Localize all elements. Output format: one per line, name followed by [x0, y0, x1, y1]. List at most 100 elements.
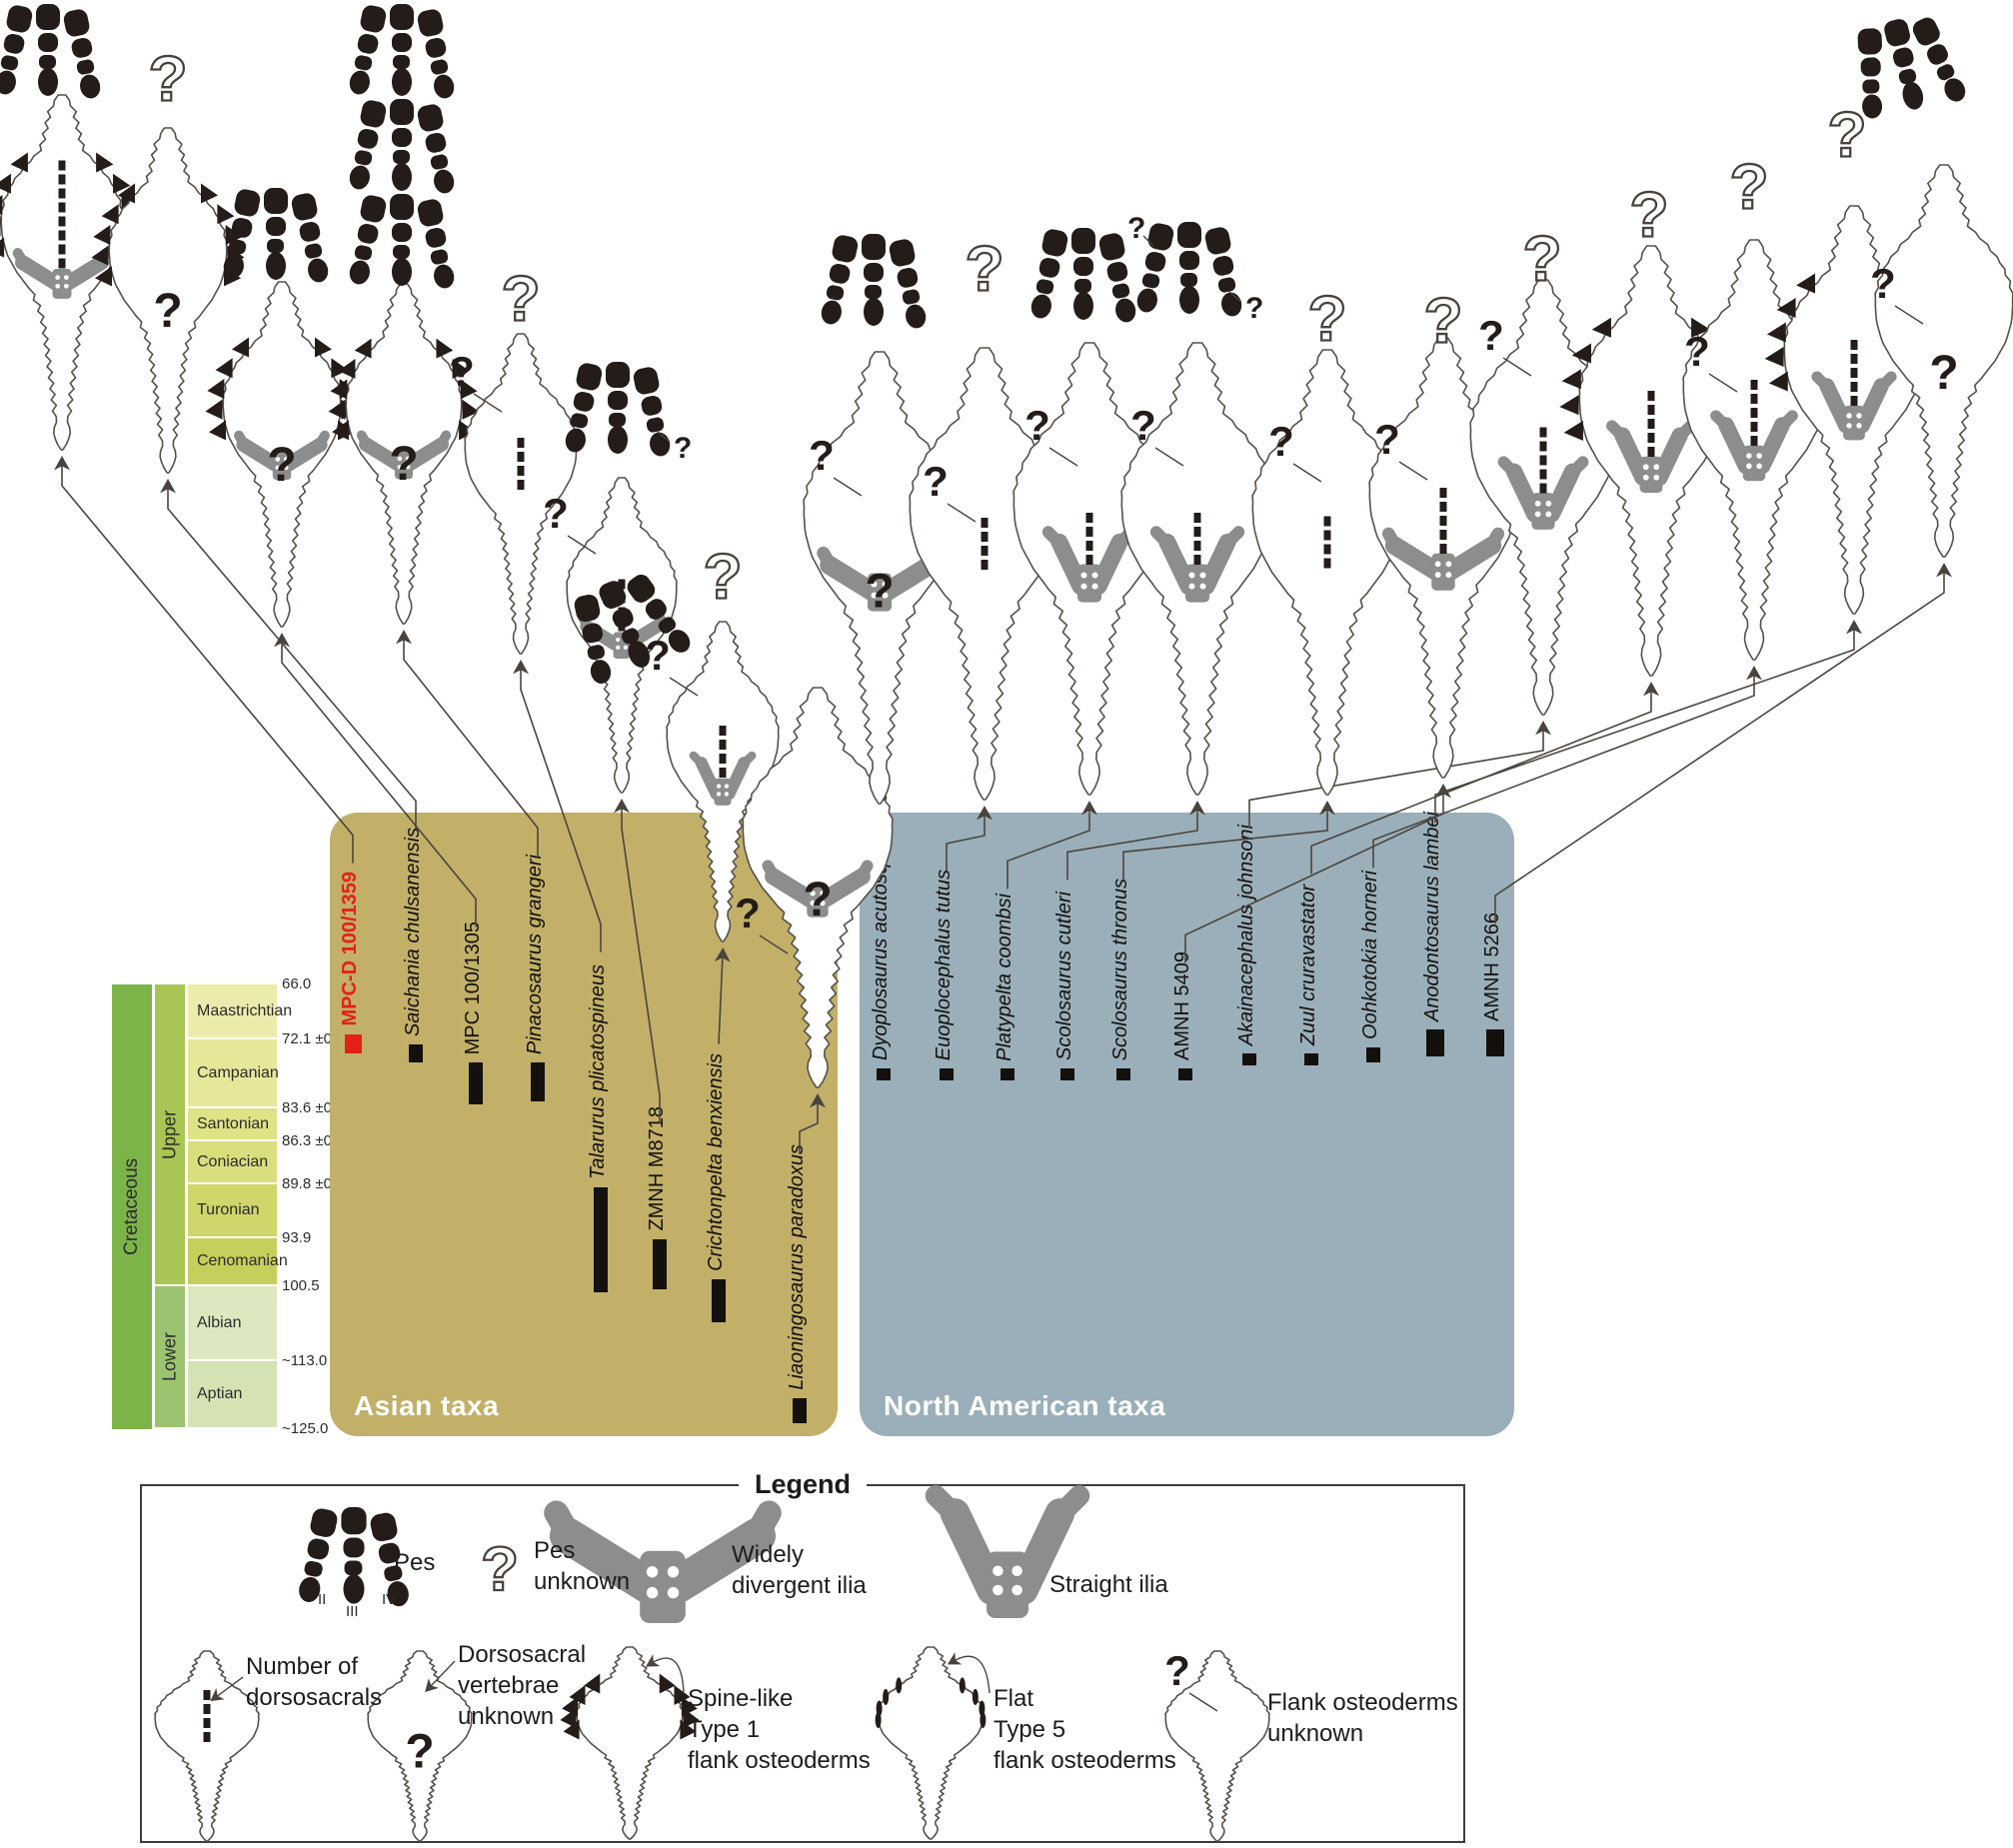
legend-label: Type 1	[688, 1716, 761, 1743]
dorsosacral-dash	[1750, 380, 1758, 390]
taxon-silhouette: ???	[1120, 212, 1274, 796]
question-mark-icon: ?	[1929, 347, 1958, 400]
boundary-label: 100.5	[282, 1277, 320, 1294]
dorsosacral-dash	[981, 518, 989, 528]
dorsosacral-dash	[1439, 530, 1447, 540]
dorsosacral-dash	[719, 754, 727, 764]
taxon-label: Crichtonpelta benxiensis	[705, 1052, 727, 1271]
dorsosacral-dash	[1323, 530, 1331, 541]
dorsosacral-dash	[1085, 555, 1093, 565]
range-bar	[653, 1238, 667, 1289]
legend-label: dorsosacrals	[246, 1684, 383, 1711]
boundary-label: 93.9	[282, 1229, 312, 1246]
boundary-label: ~113.0	[282, 1352, 328, 1369]
dorsosacral-dash	[1750, 394, 1758, 404]
pes-icon	[0, 4, 101, 99]
legend-label-pes-unknown: Pes	[534, 1537, 576, 1564]
pes-icon	[1030, 228, 1136, 323]
pes-icon	[821, 234, 927, 329]
dorsosacral-dash	[618, 579, 626, 590]
legend-label-pes-unknown: unknown	[534, 1568, 631, 1595]
taxon-silhouette: ??	[1682, 149, 1826, 661]
question-mark-icon: ?	[1478, 312, 1504, 359]
pes-icon	[349, 194, 455, 289]
taxon-label: Akainacephalus johnsoni	[1235, 825, 1257, 1046]
dorsosacral-dash	[1850, 396, 1858, 406]
taxon-silhouette: ??	[1857, 17, 2013, 558]
boundary-label: 86.3 ±0.5	[282, 1132, 345, 1149]
stage-cell-santonian: Santonian	[188, 1108, 277, 1139]
dorsosacral-dash	[1647, 405, 1655, 415]
question-mark-icon: ?	[543, 490, 569, 537]
dorsosacral-dash	[1085, 527, 1093, 537]
taxon-label: Scolosaurus thronus	[1109, 879, 1131, 1061]
dorsosacral-dash	[1647, 447, 1655, 457]
question-mark-icon: ?	[1268, 418, 1294, 465]
dorsosacral-dash	[618, 593, 626, 604]
dorsosacral-dash	[517, 452, 525, 462]
period-cell-cretaceous: Cretaceous	[112, 984, 152, 1429]
pes-icon: ?	[565, 362, 692, 465]
dorsosacral-dash	[981, 546, 989, 556]
taxon-label: Oohkotokia horneri	[1359, 871, 1381, 1040]
taxon-silhouette: ??	[543, 362, 692, 794]
dorsosacral-dash	[1850, 368, 1858, 378]
pes-icon	[574, 574, 691, 684]
dorsosacral-dash	[1439, 516, 1447, 526]
taxon-silhouette: ?	[1764, 97, 1944, 615]
taxon-label: AMNH 5266	[1481, 913, 1503, 1022]
taxon-silhouette: ?	[205, 188, 359, 628]
legend-label: Spine-like	[688, 1685, 794, 1712]
taxon-label: ZMNH M8718	[646, 1106, 668, 1231]
range-bar	[1304, 1053, 1318, 1066]
question-mark-icon: ?	[1870, 260, 1896, 307]
taxon-label: Anodontosaurus lambei	[1421, 811, 1443, 1022]
range-bar	[940, 1068, 954, 1081]
stage-cell-maastrichtian: Maastrichtian	[188, 984, 292, 1037]
dorsosacral-dash	[517, 466, 525, 476]
taxon-silhouette: ?	[1559, 177, 1743, 677]
taxon-label: Pinacosaurus grangeri	[524, 855, 546, 1055]
legend-label-pes: Pes	[394, 1549, 436, 1576]
legend-label: unknown	[458, 1703, 555, 1730]
taxon-silhouette: ??	[803, 234, 957, 805]
leader-arrow	[1434, 620, 1862, 824]
dorsosacral-dash	[1085, 541, 1093, 551]
dorsosacral-dash	[1439, 488, 1447, 498]
taxon-silhouette	[0, 4, 141, 451]
pes-icon: ??	[1127, 212, 1263, 325]
dorsosacral-dash	[1193, 513, 1201, 523]
question-mark-icon: ?	[1127, 212, 1145, 245]
pes-icon	[349, 4, 455, 99]
dorsosacral-dash	[1193, 541, 1201, 551]
legend-label-divergent-ilia: divergent ilia	[732, 1572, 867, 1599]
range-bar	[1486, 1029, 1504, 1057]
dorsosacral-dash	[517, 438, 525, 448]
dorsosacral-dash	[1647, 433, 1655, 443]
range-bar	[1426, 1029, 1444, 1057]
range-bar	[1366, 1047, 1380, 1063]
legend-label: Flank osteoderms	[1267, 1689, 1458, 1716]
question-mark-outline-icon: ?	[1729, 150, 1768, 222]
leader-arrow	[54, 456, 354, 864]
dorsosacral-dash	[1439, 502, 1447, 512]
range-bar	[1060, 1068, 1074, 1081]
dorsosacral-dash	[58, 188, 66, 199]
range-bar	[712, 1278, 726, 1322]
question-mark-outline-icon: ?	[501, 262, 540, 334]
range-bar	[1178, 1068, 1192, 1081]
stage-cell-cenomanian: Cenomanian	[188, 1238, 288, 1284]
question-mark-outline-icon: ?	[703, 540, 742, 612]
legend-label: vertebrae	[458, 1672, 560, 1699]
taxon-label: Platypelta coombsi	[994, 893, 1015, 1061]
dorsosacral-dash	[1193, 555, 1201, 565]
dorsosacral-dash	[58, 230, 66, 241]
stage-cell-aptian: Aptian	[188, 1361, 277, 1427]
boundary-label: 66.0	[282, 975, 312, 992]
legend-label-divergent-ilia: Widely	[732, 1541, 805, 1568]
dorsosacral-dash	[1850, 340, 1858, 350]
question-mark-icon: ?	[865, 566, 894, 619]
range-bar	[344, 1033, 362, 1054]
dorsosacral-dash	[1750, 422, 1758, 432]
